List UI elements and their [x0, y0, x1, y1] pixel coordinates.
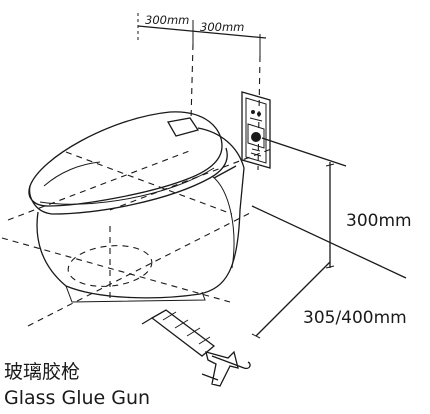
socket-dot-icon [251, 132, 261, 142]
toilet [28, 111, 245, 303]
floor-guides [1, 147, 275, 327]
glue-gun-label-cn: 玻璃胶枪 [4, 361, 80, 383]
wall-socket [241, 91, 271, 169]
height-dimension: 300mm [251, 137, 412, 279]
top-right-spacing-label: 300mm [200, 20, 244, 34]
top-spacing-dimension: 300mm 300mm [137, 13, 267, 56]
glue-gun-label-en: Glass Glue Gun [4, 387, 150, 409]
glue-gun-icon [141, 309, 251, 387]
wall-distance-label: 305/400mm [303, 308, 407, 328]
wall-distance-dimension: 305/400mm [251, 261, 407, 339]
center-line-left [190, 43, 194, 121]
outlet-height-label: 300mm [346, 211, 412, 231]
top-left-spacing-label: 300mm [145, 13, 189, 27]
